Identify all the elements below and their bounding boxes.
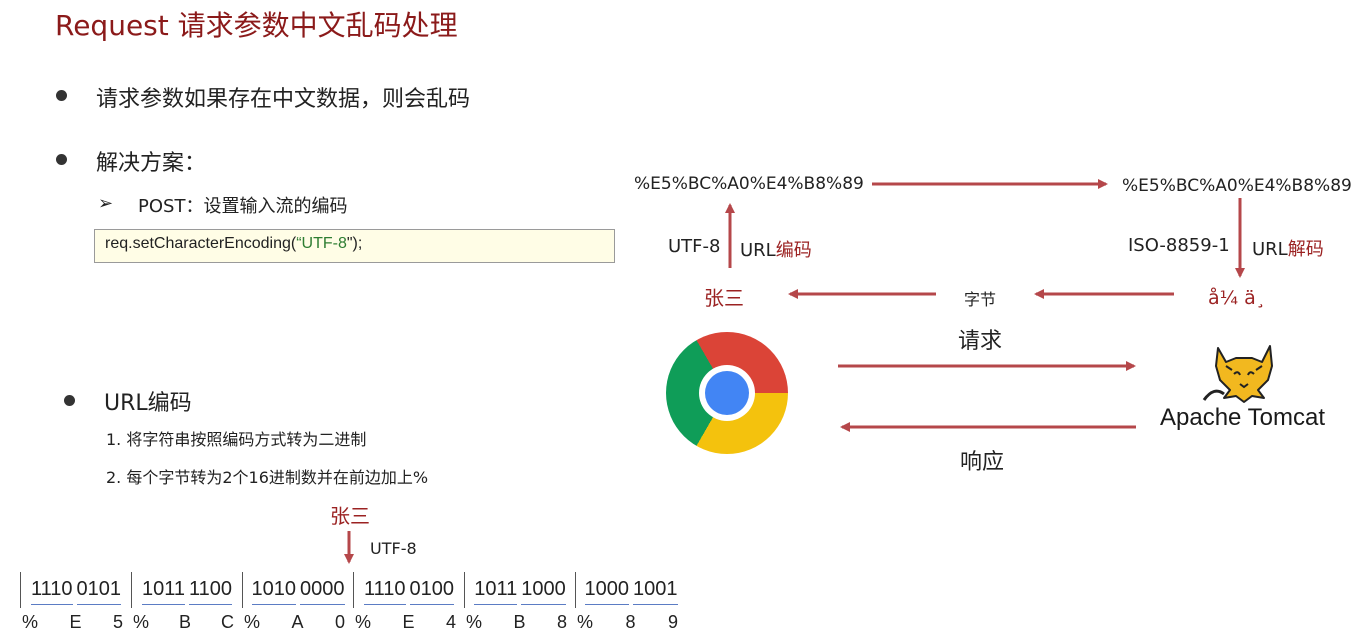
nibble: 1011 xyxy=(474,574,518,605)
encoded-right: %E5%BC%A0%E4%B8%89 xyxy=(1122,176,1352,196)
hex-cell-1: % E 5 xyxy=(20,612,131,633)
bytes-label: 字节 xyxy=(964,290,997,309)
bullet-dot-3 xyxy=(64,395,75,406)
tomcat-cat-icon xyxy=(1202,345,1273,403)
url-encode-suffix: 编码 xyxy=(775,240,812,261)
nibble: 1000 xyxy=(521,574,566,605)
hex-digit: A xyxy=(291,612,304,632)
hex-digit: E xyxy=(402,612,415,632)
server-name: Apache Tomcat xyxy=(1160,404,1325,431)
chrome-icon xyxy=(666,332,788,454)
nibble: 0100 xyxy=(409,574,455,605)
url-encoding-heading: URL编码 xyxy=(104,391,192,416)
hex-cell-6: % 8 9 xyxy=(575,612,686,633)
example-encoding-label: UTF-8 xyxy=(370,539,417,558)
page-title: Request 请求参数中文乱码处理 xyxy=(55,9,458,42)
hex-digit: 4 xyxy=(445,612,456,632)
hex-percent: % xyxy=(133,612,150,632)
bullet-solution: 解决方案： xyxy=(96,151,207,176)
hex-digit: C xyxy=(221,612,234,632)
hex-cell-4: % E 4 xyxy=(353,612,464,633)
hex-digit: 0 xyxy=(334,612,345,632)
hex-digit: E xyxy=(69,612,82,632)
hex-digit: 9 xyxy=(667,612,678,632)
nibble: 1110 xyxy=(30,574,73,605)
hex-digit: B xyxy=(513,612,526,632)
bullet-garbled-params: 请求参数如果存在中文数据，则会乱码 xyxy=(96,87,471,112)
url-step-1: 1. 将字符串按照编码方式转为二进制 xyxy=(106,430,367,449)
url-decode-label: URL解码 xyxy=(1252,235,1324,261)
chrome-core xyxy=(705,371,749,415)
hex-row: % E 5 % B C % A 0 % E 4 % B 8 % 8 9 xyxy=(20,612,686,633)
hex-cell-3: % A 0 xyxy=(242,612,353,633)
request-label: 请求 xyxy=(958,329,1003,354)
url-encode-label: URL编码 xyxy=(740,236,812,262)
hex-percent: % xyxy=(22,612,39,632)
zhangsan-label: 张三 xyxy=(704,286,744,310)
hex-cell-2: % B C xyxy=(131,612,242,633)
hex-digit: 8 xyxy=(625,612,636,632)
code-suffix: "); xyxy=(346,235,363,252)
bullet-dot-1 xyxy=(56,90,67,101)
hex-percent: % xyxy=(355,612,372,632)
nibble: 1110 xyxy=(363,574,406,605)
code-prefix: req.setCharacterEncoding( xyxy=(105,235,297,252)
nibble: 1100 xyxy=(189,574,233,605)
hex-percent: % xyxy=(244,612,261,632)
hex-digit: 8 xyxy=(556,612,567,632)
sub-bullet-marker: ➢ xyxy=(98,193,114,214)
nibble: 1000 xyxy=(584,574,629,605)
hex-digit: 5 xyxy=(112,612,123,632)
hex-cell-5: % B 8 xyxy=(464,612,575,633)
nibble: 1010 xyxy=(251,574,296,605)
iso-label: ISO-8859-1 xyxy=(1128,235,1230,256)
nibble: 1011 xyxy=(141,574,185,605)
nibble: 1001 xyxy=(633,574,678,605)
example-chars: 张三 xyxy=(330,504,370,528)
hex-percent: % xyxy=(577,612,594,632)
url-decode-prefix: URL xyxy=(1252,239,1288,260)
hex-digit: B xyxy=(179,612,192,632)
nibble: 0000 xyxy=(300,574,345,605)
url-step-2: 2. 每个字节转为2个16进制数并在前边加上% xyxy=(106,468,429,487)
garbled-text: å¼ ä¸ xyxy=(1208,287,1281,309)
url-decode-suffix: 解码 xyxy=(1287,239,1324,260)
nibble: 0101 xyxy=(76,574,122,605)
code-string: “UTF-8 xyxy=(296,235,347,252)
response-label: 响应 xyxy=(960,450,1005,475)
encoded-left: %E5%BC%A0%E4%B8%89 xyxy=(634,174,864,194)
sub-bullet-post: POST：设置输入流的编码 xyxy=(138,196,348,217)
url-encode-prefix: URL xyxy=(740,240,776,261)
hex-percent: % xyxy=(466,612,483,632)
code-snippet: req.setCharacterEncoding(“UTF-8"); xyxy=(94,229,615,263)
bullet-dot-2 xyxy=(56,154,67,165)
utf8-label: UTF-8 xyxy=(668,236,721,257)
